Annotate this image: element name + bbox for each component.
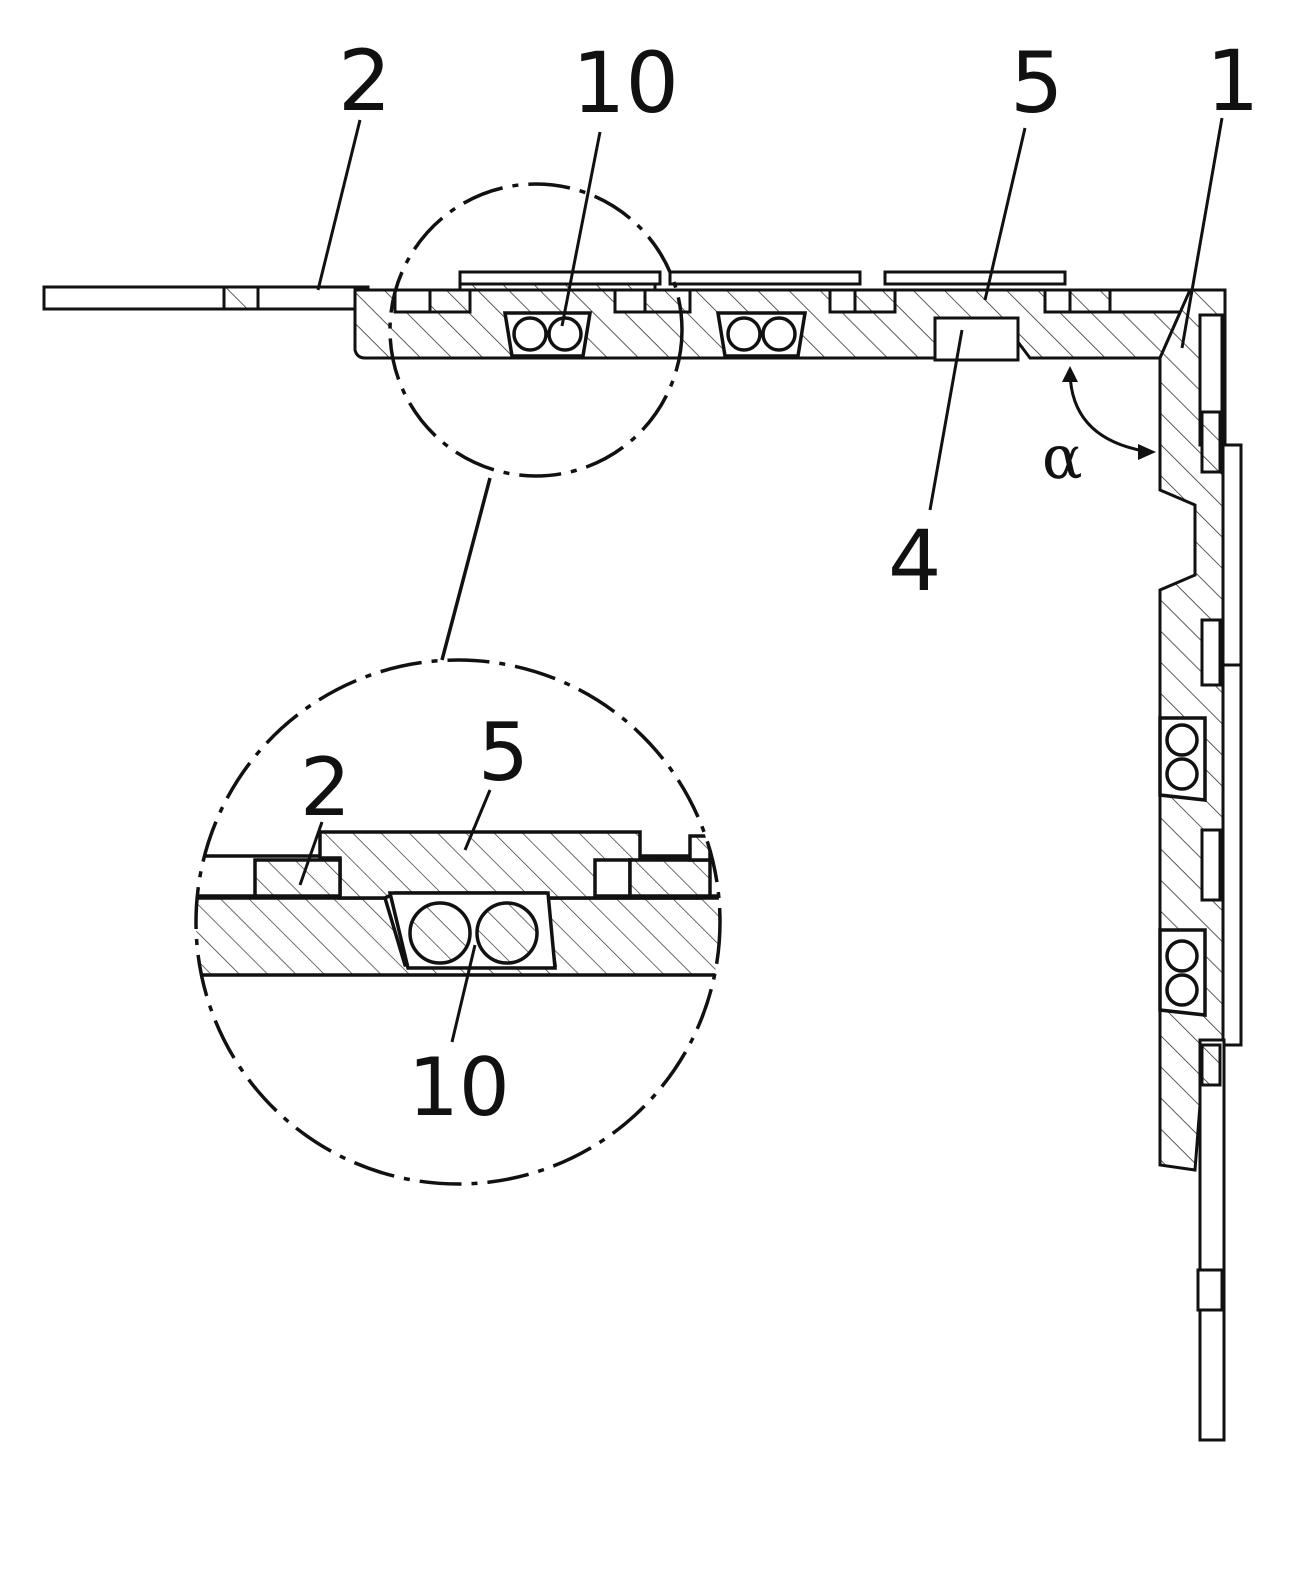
seal-10-horizontal-2 [715, 311, 808, 358]
detail-marker-circle [388, 182, 684, 478]
detail-view [194, 658, 722, 1186]
angle-alpha-arrowhead-right [1138, 444, 1156, 460]
leader-lines-detail [298, 789, 492, 1043]
angle-alpha-arrowhead-top [1062, 366, 1078, 382]
label-plate-2-detail: 2 [300, 741, 351, 834]
label-groove-4-main: 4 [888, 512, 941, 610]
label-angle-alpha: α [1042, 423, 1083, 493]
label-frame-1-main: 1 [1206, 32, 1259, 130]
detail-view-circle [194, 658, 722, 1186]
label-connector-5-main: 5 [1010, 34, 1063, 132]
plate-2-horizontal [42, 285, 370, 311]
label-connector-5-detail: 5 [478, 706, 529, 799]
label-seal-10-main: 10 [572, 34, 679, 132]
plate-1-vertical [1196, 313, 1243, 1442]
seal-10-vertical-2 [1158, 928, 1207, 1017]
angle-alpha-arrow [1068, 369, 1151, 454]
label-seal-10-detail: 10 [408, 1041, 510, 1134]
label-plate-2-main: 2 [338, 32, 391, 130]
seal-10-horizontal-1 [502, 311, 593, 358]
seal-10-vertical-1 [1158, 716, 1207, 802]
leader-lines-main [316, 117, 1224, 511]
detail-connector-line [440, 477, 492, 661]
plate-pockets-horizontal [393, 288, 1202, 314]
groove-4 [933, 316, 1020, 362]
